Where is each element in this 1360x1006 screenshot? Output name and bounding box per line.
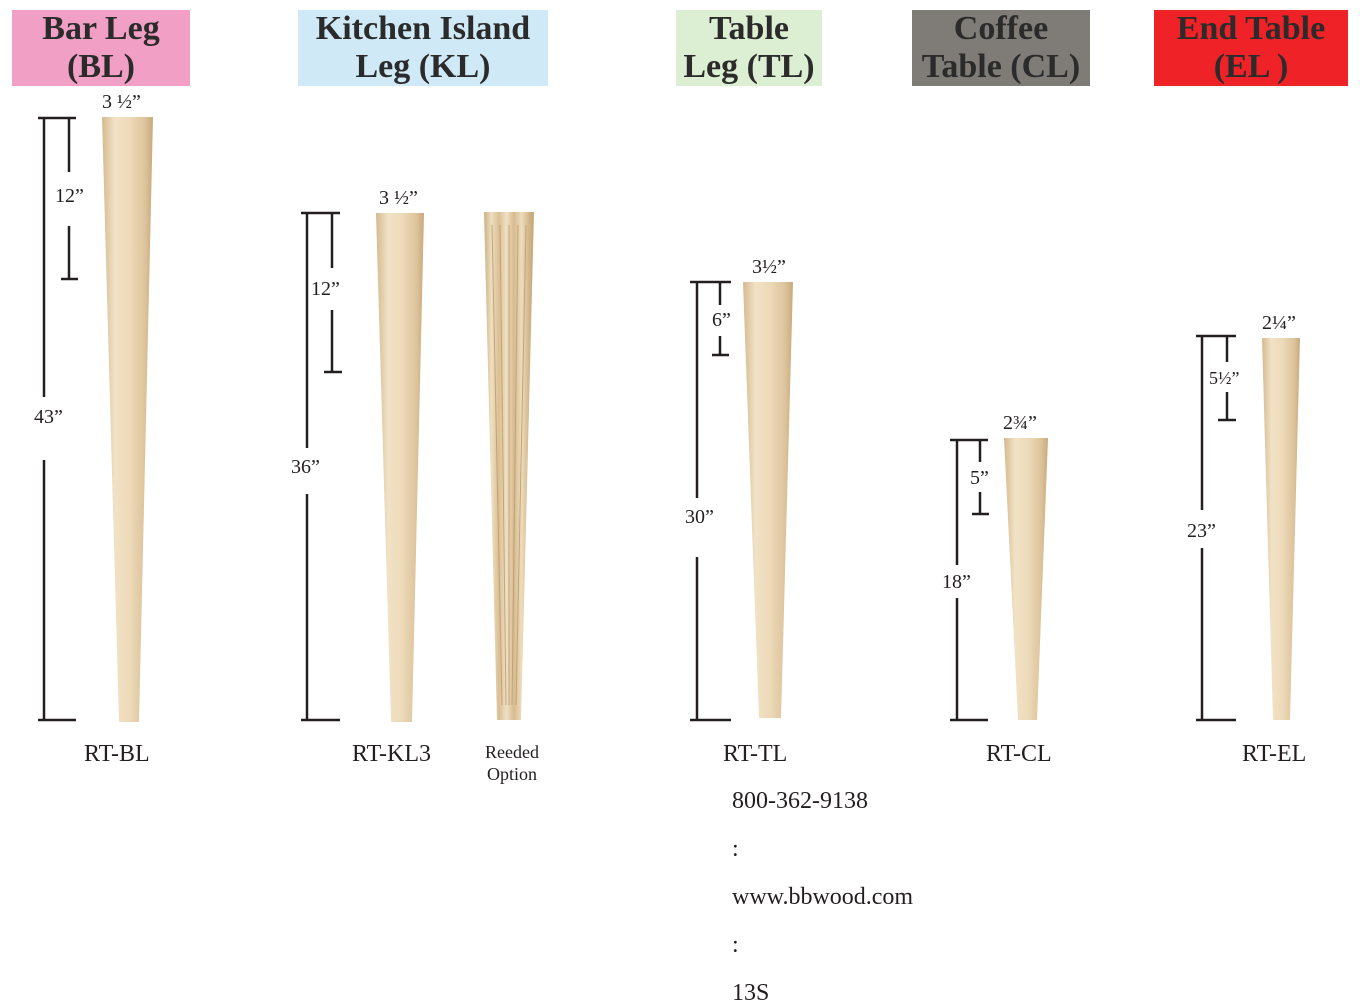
- reeded-option-line2: Option: [486, 764, 537, 784]
- kitchen-island-leg-shape: [376, 213, 424, 722]
- reeded-option-line1: Reeded: [485, 742, 539, 762]
- table-leg-dimension-lines: [690, 280, 731, 722]
- kitchen-island-height: 36”: [291, 456, 320, 478]
- end-table-height: 23”: [1187, 520, 1216, 542]
- end-table-top-width: 2¼”: [1262, 312, 1296, 334]
- footer-website: www.bbwood.com: [732, 884, 914, 910]
- header-line2: (EL ): [1213, 48, 1289, 85]
- coffee-table-leg-dimension-lines: [950, 438, 989, 722]
- header-line1: Bar Leg: [42, 10, 160, 47]
- end-table-leg-dimension-lines: [1196, 334, 1236, 722]
- coffee-table-height: 18”: [942, 571, 971, 593]
- bar-leg-shape: [102, 117, 153, 722]
- coffee-table-top-width: 2¾”: [1003, 412, 1037, 434]
- reeded-option-label: Reeded Option: [478, 741, 546, 785]
- end-table-leg-shape: [1262, 338, 1300, 720]
- footer-separator: :: [732, 836, 739, 862]
- bar-leg-height: 43”: [34, 406, 63, 428]
- coffee-table-taper-length: 5”: [970, 467, 989, 489]
- header-line2: (BL): [67, 48, 135, 85]
- table-leg: [690, 280, 793, 722]
- kitchen-island-leg-dimension-lines: [301, 211, 342, 722]
- header-line2: Table (CL): [921, 48, 1081, 85]
- reeded-option-leg: [484, 212, 534, 720]
- footer: 800-362-9138 : www.bbwood.com : 13S: [720, 765, 913, 1005]
- bar-leg-top-width: 3 ½”: [102, 91, 141, 113]
- bar-leg-taper-length: 12”: [55, 185, 84, 207]
- kitchen-island-top-width: 3 ½”: [379, 187, 418, 209]
- kitchen-island-code: RT-KL3: [352, 741, 432, 767]
- table-leg-height: 30”: [685, 506, 714, 528]
- header-line1: Kitchen Island: [315, 10, 531, 47]
- table-leg-shape: [743, 282, 793, 718]
- bar-leg: [38, 116, 153, 722]
- coffee-table-leg: [950, 438, 1048, 722]
- end-table-taper-length: 5½”: [1209, 368, 1240, 388]
- bar-leg-code: RT-BL: [84, 741, 150, 767]
- kitchen-island-taper-length: 12”: [311, 278, 340, 300]
- footer-separator: :: [732, 932, 739, 958]
- footer-page-code: 13S: [732, 980, 770, 1006]
- bar-leg-dimension-lines: [38, 116, 78, 722]
- table-leg-taper-length: 6”: [712, 309, 731, 331]
- header-coffee-table: Coffee Table (CL): [912, 10, 1090, 86]
- header-line2: Leg (TL): [683, 48, 815, 85]
- footer-phone: 800-362-9138: [732, 788, 868, 814]
- legs-illustration: [38, 116, 1300, 722]
- end-table-leg: [1196, 334, 1300, 722]
- kitchen-island-leg: [301, 211, 424, 722]
- header-table-leg: Table Leg (TL): [676, 10, 822, 86]
- header-line1: Table: [708, 10, 789, 47]
- coffee-table-code: RT-CL: [986, 741, 1052, 767]
- coffee-table-leg-shape: [1004, 438, 1048, 720]
- header-kitchen-island-leg: Kitchen Island Leg (KL): [298, 10, 548, 86]
- table-leg-code: RT-TL: [723, 741, 788, 767]
- header-line2: Leg (KL): [355, 48, 491, 85]
- header-line1: Coffee: [953, 10, 1049, 47]
- table-leg-top-width: 3½”: [752, 256, 786, 278]
- header-bar-leg: Bar Leg (BL): [12, 10, 190, 86]
- header-line1: End Table: [1176, 10, 1326, 47]
- header-end-table: End Table (EL ): [1154, 10, 1348, 86]
- end-table-code: RT-EL: [1242, 741, 1307, 767]
